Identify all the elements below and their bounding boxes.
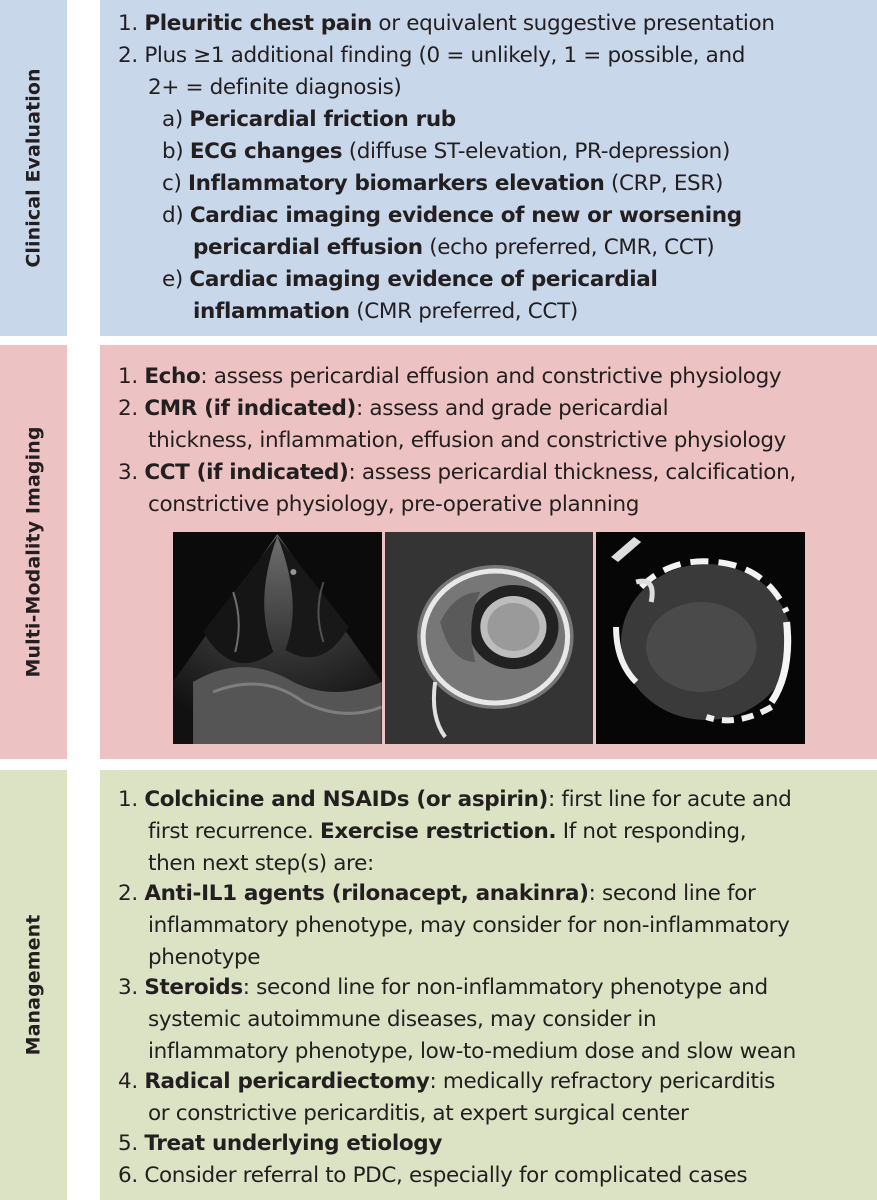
imaging-item-3: 3. CCT (if indicated): assess pericardia…: [118, 460, 796, 518]
imaging-item-1: 1. Echo: assess pericardial effusion and…: [118, 364, 782, 389]
management-item-3: 3. Steroids: second line for non-inflamm…: [118, 975, 796, 1065]
clinical-item-2: 2. Plus ≥1 additional finding (0 = unlik…: [118, 43, 746, 101]
imaging-examples: [173, 532, 806, 744]
imaging-item-2: 2. CMR (if indicated): assess and grade …: [118, 396, 787, 454]
management-item-5: 5. Treat underlying etiology: [118, 1131, 442, 1156]
clinical-sub-b: b) ECG changes (diffuse ST-elevation, PR…: [162, 139, 730, 164]
cmr-image: [384, 532, 594, 744]
echo-image: [173, 532, 382, 744]
clinical-sub-e: e) Cardiac imaging evidence of pericardi…: [162, 267, 658, 325]
clinical-item-1: 1. Pleuritic chest pain or equivalent su…: [118, 11, 775, 36]
management-item-4: 4. Radical pericardiectomy: medically re…: [118, 1069, 776, 1127]
clinical-evaluation-label: Clinical Evaluation: [22, 68, 45, 268]
management-item-1: 1. Colchicine and NSAIDs (or aspirin): f…: [118, 787, 792, 877]
management-item-2: 2. Anti-IL1 agents (rilonacept, anakinra…: [118, 881, 790, 971]
cct-image: [596, 532, 806, 744]
clinical-sub-d: d) Cardiac imaging evidence of new or wo…: [162, 203, 742, 261]
management-label: Management: [22, 914, 45, 1056]
clinical-sub-a: a) Pericardial friction rub: [162, 107, 456, 132]
multi-modality-imaging-panel: 1. Echo: assess pericardial effusion and…: [100, 345, 877, 759]
clinical-evaluation-side-label: Clinical Evaluation: [0, 0, 67, 336]
multi-modality-imaging-side-label: Multi-Modality Imaging: [0, 345, 67, 759]
management-item-6: 6. Consider referral to PDC, especially …: [118, 1163, 748, 1188]
management-side-label: Management: [0, 770, 67, 1200]
clinical-evaluation-panel: 1. Pleuritic chest pain or equivalent su…: [100, 0, 877, 336]
multi-modality-imaging-label: Multi-Modality Imaging: [22, 426, 45, 678]
management-panel: 1. Colchicine and NSAIDs (or aspirin): f…: [100, 770, 877, 1200]
clinical-sub-c: c) Inflammatory biomarkers elevation (CR…: [162, 171, 723, 196]
